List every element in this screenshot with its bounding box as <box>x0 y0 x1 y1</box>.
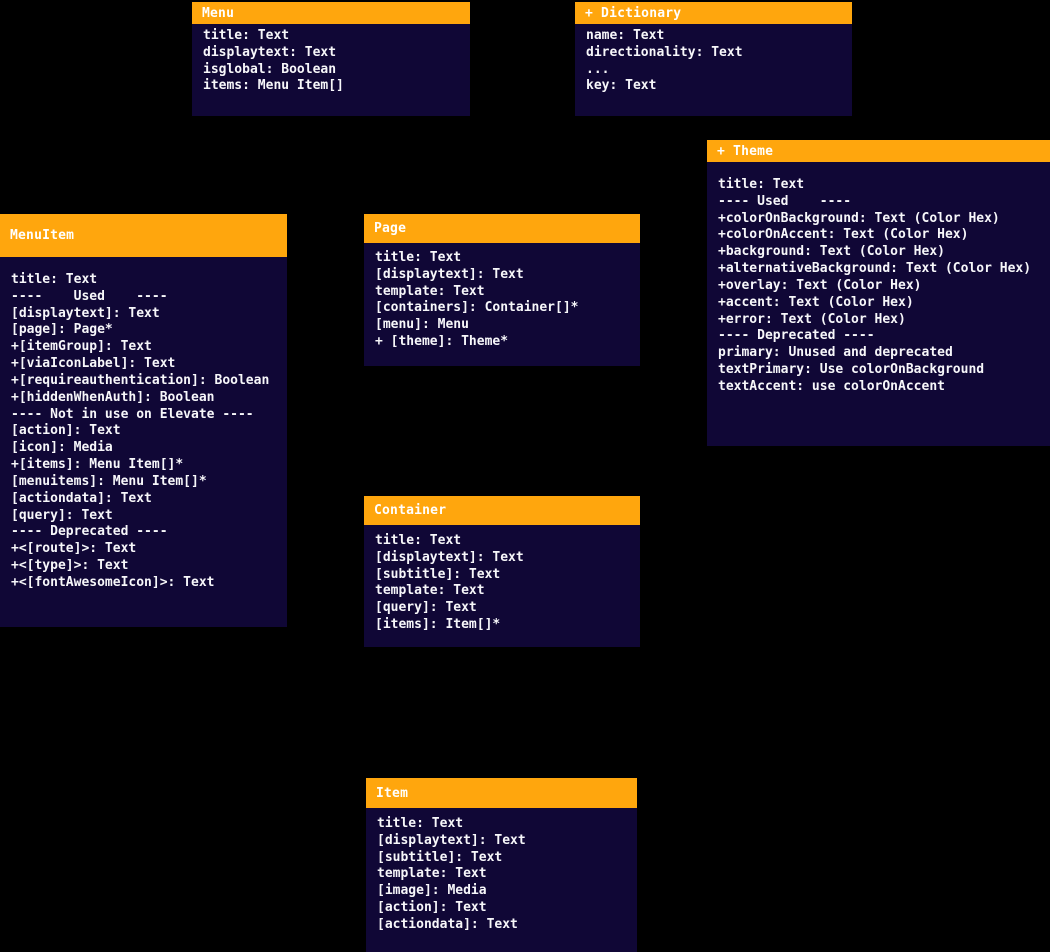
field-row: template: Text <box>377 866 487 882</box>
field-row: [containers]: Container[]* <box>375 300 579 316</box>
entity-header-page: Page <box>364 214 640 243</box>
entity-header-menuitem: MenuItem <box>0 214 287 257</box>
field-row: primary: Unused and deprecated <box>718 345 953 361</box>
field-row: [icon]: Media <box>11 440 113 456</box>
field-row: [displaytext]: Text <box>375 266 524 282</box>
entity-header-item: Item <box>366 778 637 808</box>
field-row: +colorOnBackground: Text (Color Hex) <box>718 210 1000 226</box>
entity-box-container[interactable]: Container title: Text[displaytext]: Text… <box>364 496 640 647</box>
field-row: [displaytext]: Text <box>375 549 524 565</box>
entity-title: + Dictionary <box>585 5 682 21</box>
field-row: ---- Used ---- <box>718 193 852 209</box>
entity-title: Page <box>374 221 407 236</box>
field-row: +[itemGroup]: Text <box>11 339 152 355</box>
field-row: [subtitle]: Text <box>375 566 501 582</box>
entity-title: MenuItem <box>10 228 75 243</box>
field-row: +colorOnAccent: Text (Color Hex) <box>718 227 969 243</box>
entity-header-menu: Menu <box>192 2 470 24</box>
field-row: +<[route]>: Text <box>11 541 137 557</box>
entity-header-container: Container <box>364 496 640 525</box>
field-row: name: Text <box>586 28 665 43</box>
field-row: [image]: Media <box>377 883 487 899</box>
entity-title: Menu <box>202 5 235 21</box>
field-row: +[items]: Menu Item[]* <box>11 457 184 473</box>
entity-fields-menuitem: title: Text---- Used ----[displaytext]: … <box>0 257 287 627</box>
field-row: key: Text <box>586 78 657 94</box>
field-row: items: Menu Item[] <box>203 78 344 94</box>
field-row: [action]: Text <box>11 423 121 439</box>
field-row: [displaytext]: Text <box>377 832 526 848</box>
entity-box-menuitem[interactable]: MenuItem title: Text---- Used ----[displ… <box>0 214 287 627</box>
field-row: [action]: Text <box>377 900 487 916</box>
field-row: isglobal: Boolean <box>203 61 337 77</box>
field-row: [query]: Text <box>375 600 477 616</box>
field-row: +[hiddenWhenAuth]: Boolean <box>11 389 215 405</box>
field-row: + [theme]: Theme* <box>375 334 509 350</box>
entity-fields-theme: title: Text---- Used ----+colorOnBackgro… <box>707 162 1050 446</box>
field-row: [menu]: Menu <box>375 317 469 333</box>
field-row: textAccent: use colorOnAccent <box>718 378 945 394</box>
entity-header-theme: + Theme <box>707 140 1050 162</box>
field-row: +error: Text (Color Hex) <box>718 311 906 327</box>
field-row: ---- Not in use on Elevate ---- <box>11 406 254 422</box>
entity-fields-container: title: Text[displaytext]: Text[subtitle]… <box>364 525 640 647</box>
entity-box-item[interactable]: Item title: Text[displaytext]: Text[subt… <box>366 778 637 952</box>
field-row: +[viaIconLabel]: Text <box>11 356 176 372</box>
field-row: +alternativeBackground: Text (Color Hex) <box>718 261 1032 277</box>
entity-title: Container <box>374 503 447 518</box>
field-row: [menuitems]: Menu Item[]* <box>11 473 207 489</box>
field-row: [query]: Text <box>11 507 113 523</box>
field-row: +accent: Text (Color Hex) <box>718 294 914 310</box>
field-row: [page]: Page* <box>11 322 113 338</box>
field-row: title: Text <box>375 533 462 548</box>
field-row: [subtitle]: Text <box>377 849 503 865</box>
field-row: template: Text <box>375 583 485 599</box>
field-row: template: Text <box>375 283 485 299</box>
entity-title: Item <box>376 785 409 801</box>
field-row: +overlay: Text (Color Hex) <box>718 277 922 293</box>
field-row: [actiondata]: Text <box>11 490 152 506</box>
field-row: textPrimary: Use colorOnBackground <box>718 362 985 378</box>
field-row: title: Text <box>375 250 462 265</box>
entity-title: + Theme <box>717 143 774 159</box>
entity-fields-item: title: Text[displaytext]: Text[subtitle]… <box>366 808 637 952</box>
field-row: title: Text <box>718 177 805 192</box>
field-row: title: Text <box>203 28 290 43</box>
field-row: title: Text <box>11 272 98 287</box>
field-row: +[requireauthentication]: Boolean <box>11 372 270 388</box>
field-row: directionality: Text <box>586 44 743 60</box>
field-row: ---- Used ---- <box>11 288 168 304</box>
field-row: +<[fontAwesomeIcon]>: Text <box>11 574 215 590</box>
field-row: title: Text <box>377 816 464 831</box>
field-row: displaytext: Text <box>203 44 337 60</box>
field-row: [actiondata]: Text <box>377 916 518 932</box>
field-row: ---- Deprecated ---- <box>11 524 168 540</box>
field-row: [items]: Item[]* <box>375 617 501 633</box>
field-row: +<[type]>: Text <box>11 558 129 574</box>
field-row: [displaytext]: Text <box>11 305 160 321</box>
entity-header-dictionary: + Dictionary <box>575 2 852 24</box>
entity-box-theme[interactable]: + Theme title: Text---- Used ----+colorO… <box>707 140 1050 446</box>
field-row: +background: Text (Color Hex) <box>718 244 945 260</box>
field-row: ... <box>586 61 610 77</box>
field-row: ---- Deprecated ---- <box>718 328 875 344</box>
